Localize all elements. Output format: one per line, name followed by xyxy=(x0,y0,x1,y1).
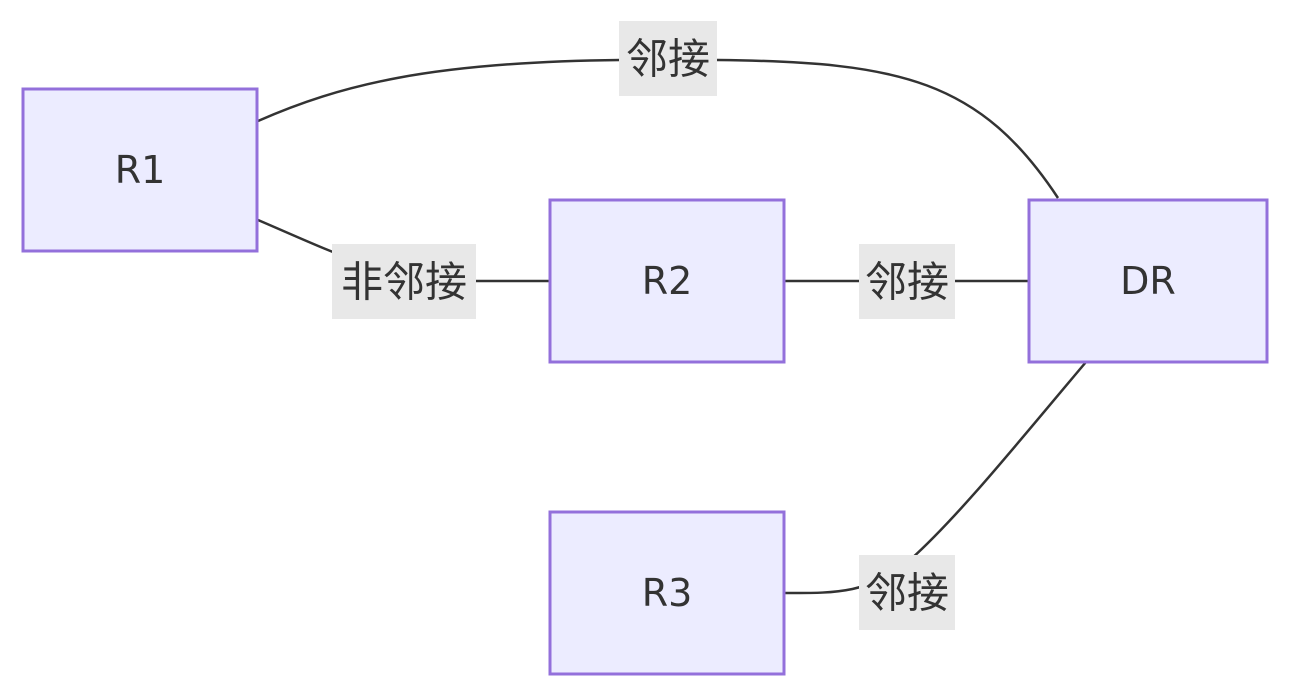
edge-label-text: 邻接 xyxy=(865,258,949,307)
edge-label-r1-dr: 邻接 xyxy=(619,21,717,96)
node-r2-box[interactable] xyxy=(548,198,786,364)
node-r1-box[interactable] xyxy=(21,87,259,253)
node-dr-label: DR xyxy=(1120,259,1176,303)
node-dr[interactable]: DR xyxy=(1027,198,1269,364)
edge-labels: 邻接 非邻接 邻接 邻接 xyxy=(332,21,955,630)
edge-label-bg xyxy=(859,244,955,319)
edge-r3-dr xyxy=(783,361,1087,595)
edge-label-r2-dr: 邻接 xyxy=(859,244,955,319)
node-r1[interactable]: R1 xyxy=(21,87,259,253)
edge-label-text: 邻接 xyxy=(626,35,710,84)
edge-label-bg xyxy=(332,244,476,319)
edge-label-text: 非邻接 xyxy=(341,258,467,307)
node-r1-label: R1 xyxy=(115,148,166,192)
node-dr-box[interactable] xyxy=(1027,198,1269,364)
edge-label-r1-r2: 非邻接 xyxy=(332,244,476,319)
node-r3-box[interactable] xyxy=(548,510,786,676)
nodes: R1 R2 DR R3 xyxy=(21,87,1269,676)
edge-label-r3-dr: 邻接 xyxy=(859,555,955,630)
node-r3[interactable]: R3 xyxy=(548,510,786,676)
edge-r1-dr xyxy=(257,58,1060,199)
node-r3-label: R3 xyxy=(642,571,693,615)
edge-label-bg xyxy=(619,21,717,96)
edge-label-bg xyxy=(859,555,955,630)
edge-label-text: 邻接 xyxy=(865,569,949,618)
node-r2[interactable]: R2 xyxy=(548,198,786,364)
node-r2-label: R2 xyxy=(642,259,693,303)
